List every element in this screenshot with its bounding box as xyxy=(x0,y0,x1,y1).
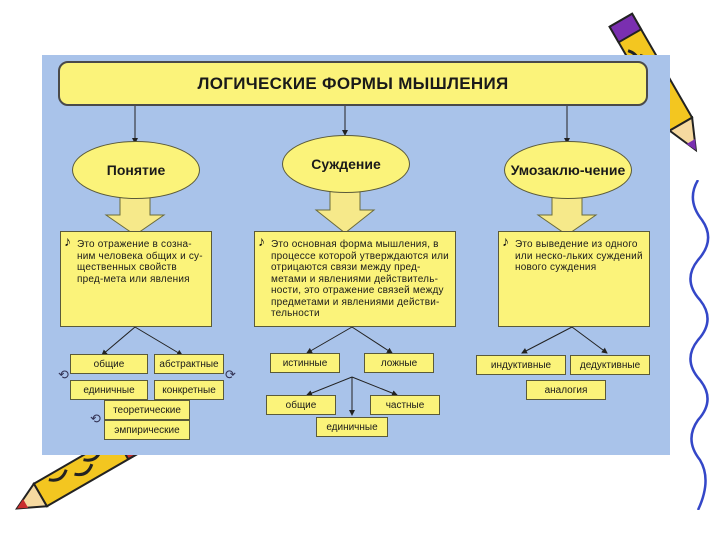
lamp-icon: ♪ xyxy=(258,233,266,249)
inference-type-inductive: индуктивные xyxy=(476,355,566,375)
concept-type-singular: единичные xyxy=(70,380,148,400)
down-arrow-1 xyxy=(104,194,166,236)
judgment-type-singular: единичные xyxy=(316,417,388,437)
definition-concept: ♪ Это отражение в созна-ним человека общ… xyxy=(60,231,212,327)
diagram-title: ЛОГИЧЕСКИЕ ФОРМЫ МЫШЛЕНИЯ xyxy=(58,61,648,106)
down-arrow-2 xyxy=(314,186,376,234)
judgment-type-particular: частные xyxy=(370,395,440,415)
judgment-type-true: истинные xyxy=(270,353,340,373)
curl-icon: ⟳ xyxy=(225,367,236,382)
lamp-icon: ♪ xyxy=(502,233,510,249)
inference-type-analogy: аналогия xyxy=(526,380,606,400)
curl-icon: ⟲ xyxy=(58,367,69,382)
definition-inference: ♪ Это выведение из одного или неско-льки… xyxy=(498,231,650,327)
down-arrow-3 xyxy=(536,194,598,236)
definition-judgment-text: Это основная форма мышления, в процессе … xyxy=(271,239,449,319)
inference-type-deductive: дедуктивные xyxy=(570,355,650,375)
judgment-type-general: общие xyxy=(266,395,336,415)
concept-type-abstract: абстрактные xyxy=(154,354,224,374)
connectors xyxy=(101,106,608,416)
oval-concept: Понятие xyxy=(72,141,200,199)
lamp-icon: ♪ xyxy=(64,233,72,249)
concept-type-concrete: конкретные xyxy=(154,380,224,400)
judgment-type-false: ложные xyxy=(364,353,434,373)
concept-type-empirical: эмпирические xyxy=(104,420,190,440)
squiggle-line-icon xyxy=(689,180,710,510)
definition-judgment: ♪ Это основная форма мышления, в процесс… xyxy=(254,231,456,327)
oval-inference: Умозаклю-чение xyxy=(504,141,632,199)
concept-type-general: общие xyxy=(70,354,148,374)
curl-icon: ⟲ xyxy=(90,411,101,426)
concept-type-theoretical: теоретические xyxy=(104,400,190,420)
oval-judgment: Суждение xyxy=(282,135,410,193)
diagram-panel: ЛОГИЧЕСКИЕ ФОРМЫ МЫШЛЕНИЯ Понятие Сужден… xyxy=(42,55,670,455)
definition-concept-text: Это отражение в созна-ним человека общих… xyxy=(77,239,203,285)
definition-inference-text: Это выведение из одного или неско-льких … xyxy=(515,239,643,273)
